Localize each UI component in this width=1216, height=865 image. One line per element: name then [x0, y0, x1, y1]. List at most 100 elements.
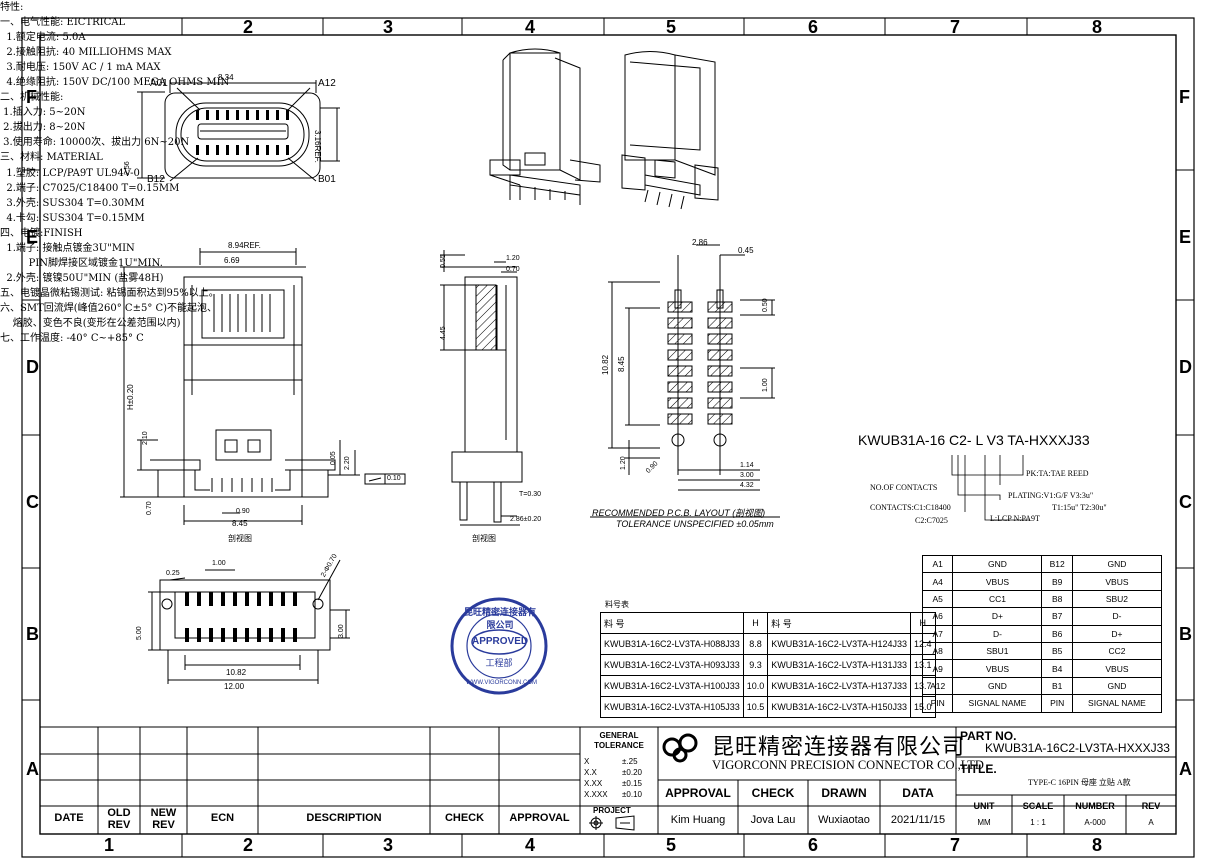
material-cell: KWUB31A-16C2-LV3TA-H100J33 [600, 675, 744, 697]
dim-side-055: 0.55 [440, 254, 447, 268]
label-b01: B01 [318, 174, 336, 185]
spec-line: 1.端子: 接触点镀金3U"MIN [0, 242, 135, 254]
material-cell: KWUB31A-16C2-LV3TA-H150J33 [767, 696, 911, 718]
tolerance-row: X.XXX±0.10 [584, 789, 654, 800]
material-cell: H [910, 612, 936, 634]
scale-label: SCALE [1022, 801, 1054, 811]
stamp-url: WWW.VIGORCONN.COM [466, 680, 537, 686]
zone-right-c: C [1179, 492, 1192, 512]
part-code-plating2: T1:15u" T2:30u" [1052, 503, 1107, 512]
spec-line: 1.塑胶: LCP/PA9T UL94V-0 [0, 167, 140, 179]
label-a01: A01 [150, 78, 168, 89]
part-no-value: KWUB31A-16C2-LV3TA-HXXXJ33 [985, 741, 1170, 755]
pin-cell: D+ [1071, 624, 1163, 643]
header-new-rev: NEW REV [150, 807, 177, 831]
spec-line: PIN脚焊接区域镀金1U"MIN. [0, 257, 163, 269]
header-approval: APPROVAL [509, 812, 570, 824]
spec-line: 2.外壳: 镀镍50U"MIN (盐雾48H) [0, 272, 164, 284]
sign-check: Jova Lau [750, 814, 796, 826]
approved-stamp [450, 597, 548, 695]
stamp-dept: 工程部 [485, 658, 513, 668]
dim-bottom-1082: 10.82 [226, 668, 247, 677]
dim-side-120: 1.20 [506, 255, 520, 262]
sign-header-approval: APPROVAL [665, 786, 731, 800]
dim-front-inner: 6.69 [224, 256, 240, 265]
part-code-pk: PK:TA:TAE REED [1026, 469, 1089, 478]
material-cell: KWUB31A-16C2-LV3TA-H105J33 [600, 696, 744, 718]
pin-cell: SIGNAL NAME [952, 694, 1043, 713]
front-caption: 剖视图 [228, 534, 252, 543]
pcb-tolerance: TOLERANCE UNSPECIFIED ±0.05mm [616, 519, 774, 529]
zone-left-d: D [26, 357, 39, 377]
dim-top-height: 3.16REF. [313, 130, 322, 163]
zone-top-7: 7 [950, 17, 961, 37]
side-caption: 剖视图 [472, 534, 496, 543]
tolerance-format: X [584, 757, 590, 766]
pin-cell: VBUS [1071, 572, 1163, 591]
pin-cell: B7 [1041, 607, 1073, 626]
spec-line: 2.接触阻抗: 40 MILLIOHMS MAX [0, 47, 172, 59]
zone-bottom-1: 1 [104, 835, 115, 855]
rev-value: A [1148, 818, 1154, 827]
spec-line: 一、电气性能: EICTRICAL [0, 17, 126, 29]
material-cell: 15.0 [910, 696, 936, 718]
part-code-plating: PLATING:V1:G/F V3:3u" [1008, 491, 1094, 500]
scale-value: 1 : 1 [1030, 818, 1046, 827]
projection-label: PROJECT [593, 806, 631, 815]
dim-pcb-300: 3.00 [740, 472, 754, 479]
zone-bottom-8: 8 [1092, 835, 1103, 855]
material-cell: 13.1 [910, 654, 936, 676]
dim-side-t: T=0.30 [519, 491, 541, 498]
pin-cell: CC2 [1071, 641, 1163, 661]
dim-pcb-1082: 10.82 [601, 354, 610, 375]
pin-cell: GND [952, 676, 1043, 696]
label-b12: B12 [147, 174, 165, 185]
dim-front-005: 0.05 [330, 451, 337, 465]
number-value: A-000 [1084, 818, 1106, 827]
zone-top-8: 8 [1092, 17, 1103, 37]
company-cn: 昆旺精密连接器有限公司 [712, 734, 966, 759]
tolerance-value: ±.25 [622, 757, 638, 766]
pin-cell: B12 [1041, 554, 1073, 574]
dim-pcb-114: 1.14 [740, 462, 754, 469]
pin-cell: B8 [1041, 589, 1073, 609]
spec-line: 3.外壳: SUS304 T=0.30MM [0, 197, 145, 209]
part-code: KWUB31A-16 C2- L V3 TA-HXXXJ33 [858, 432, 1090, 448]
spec-line: 四、电镀:FINISH [0, 227, 83, 239]
sign-header-drawn: DRAWN [821, 786, 867, 800]
stamp-approved: APPROVED [472, 636, 529, 647]
tolerance-format: X.XXX [584, 790, 608, 799]
zone-left-b: B [26, 624, 39, 644]
header-description: DESCRIPTION [306, 812, 382, 824]
zone-right-a: A [1179, 759, 1192, 779]
dim-side-445: 4.45 [440, 326, 447, 340]
pin-cell: D- [1071, 607, 1163, 626]
dim-front-090: 0.90 [236, 508, 250, 515]
pin-cell: VBUS [1071, 659, 1163, 678]
pin-cell: B1 [1041, 676, 1073, 696]
tolerance-title: GENERAL TOLERANCE [594, 731, 644, 750]
title-value: TYPE-C 16PIN 母座 立贴 A款 [1028, 778, 1131, 787]
spec-line: 二、机械性能: [0, 92, 64, 104]
header-old-rev: OLD REV [107, 807, 131, 831]
dim-pcb-050: 0.50 [762, 298, 769, 312]
header-ecn: ECN [210, 812, 235, 824]
dim-bottom-1200: 12.00 [224, 682, 245, 691]
stamp-arc-text: 昆旺精密连接器有限公司 [463, 607, 536, 630]
sign-date: 2021/11/15 [890, 814, 946, 826]
zone-left-c: C [26, 492, 39, 512]
unit-value: MM [977, 818, 991, 827]
tolerance-value: ±0.20 [622, 768, 642, 777]
tolerance-format: X.XX [584, 779, 603, 788]
dim-pcb-845: 8.45 [617, 356, 626, 372]
dim-side-070: 0.70 [506, 266, 520, 273]
label-a12: A12 [318, 78, 336, 89]
sign-drawn: Wuxiaotao [818, 814, 870, 826]
